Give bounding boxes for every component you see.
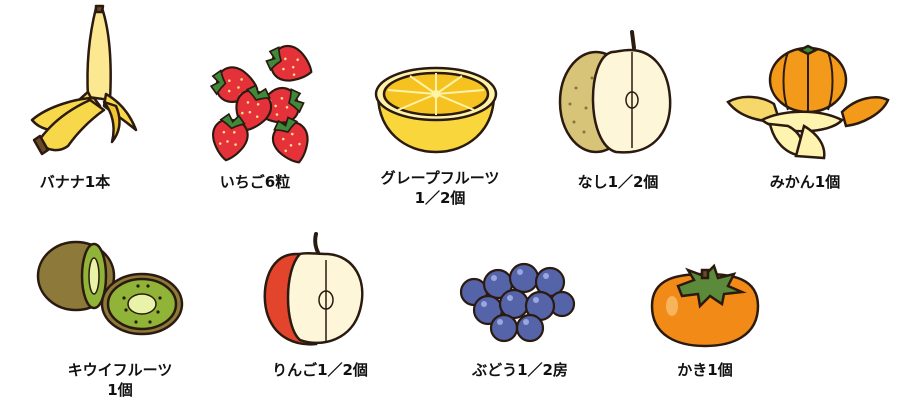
fruit-name: りんご1／2個 [272, 361, 368, 379]
grape-icon [458, 262, 576, 348]
fruit-label: ぶどう1／2房 [450, 360, 590, 380]
fruit-label: いちご6粒 [190, 172, 320, 192]
fruit-label: みかん1個 [740, 172, 870, 192]
fruit-amount: 1／2個 [414, 189, 466, 207]
persimmon-icon [648, 262, 762, 348]
fruit-label: バナナ1本 [10, 172, 140, 192]
fruit-name: キウイフルーツ [67, 361, 173, 379]
grapefruit-icon [372, 62, 500, 154]
fruit-name: バナナ1本 [39, 173, 111, 191]
mandarin-icon [722, 38, 894, 160]
fruit-name: かき1個 [677, 361, 733, 379]
fruit-amount: 1個 [107, 381, 133, 399]
fruit-label: グレープフルーツ 1／2個 [370, 168, 510, 208]
fruit-name: ぶどう1／2房 [472, 361, 568, 379]
fruit-name: いちご6粒 [219, 173, 291, 191]
fruit-label: かき1個 [640, 360, 770, 380]
fruit-name: なし1／2個 [577, 173, 659, 191]
fruit-label: りんご1／2個 [250, 360, 390, 380]
apple-icon [256, 230, 372, 350]
fruit-name: グレープフルーツ [380, 169, 500, 187]
fruit-label: なし1／2個 [558, 172, 678, 192]
pear-icon [556, 28, 678, 158]
banana-icon [8, 2, 148, 162]
strawberry-icon [185, 39, 325, 170]
fruit-name: みかん1個 [769, 173, 841, 191]
fruit-label: キウイフルーツ 1個 [45, 360, 195, 400]
kiwi-icon [34, 238, 186, 338]
